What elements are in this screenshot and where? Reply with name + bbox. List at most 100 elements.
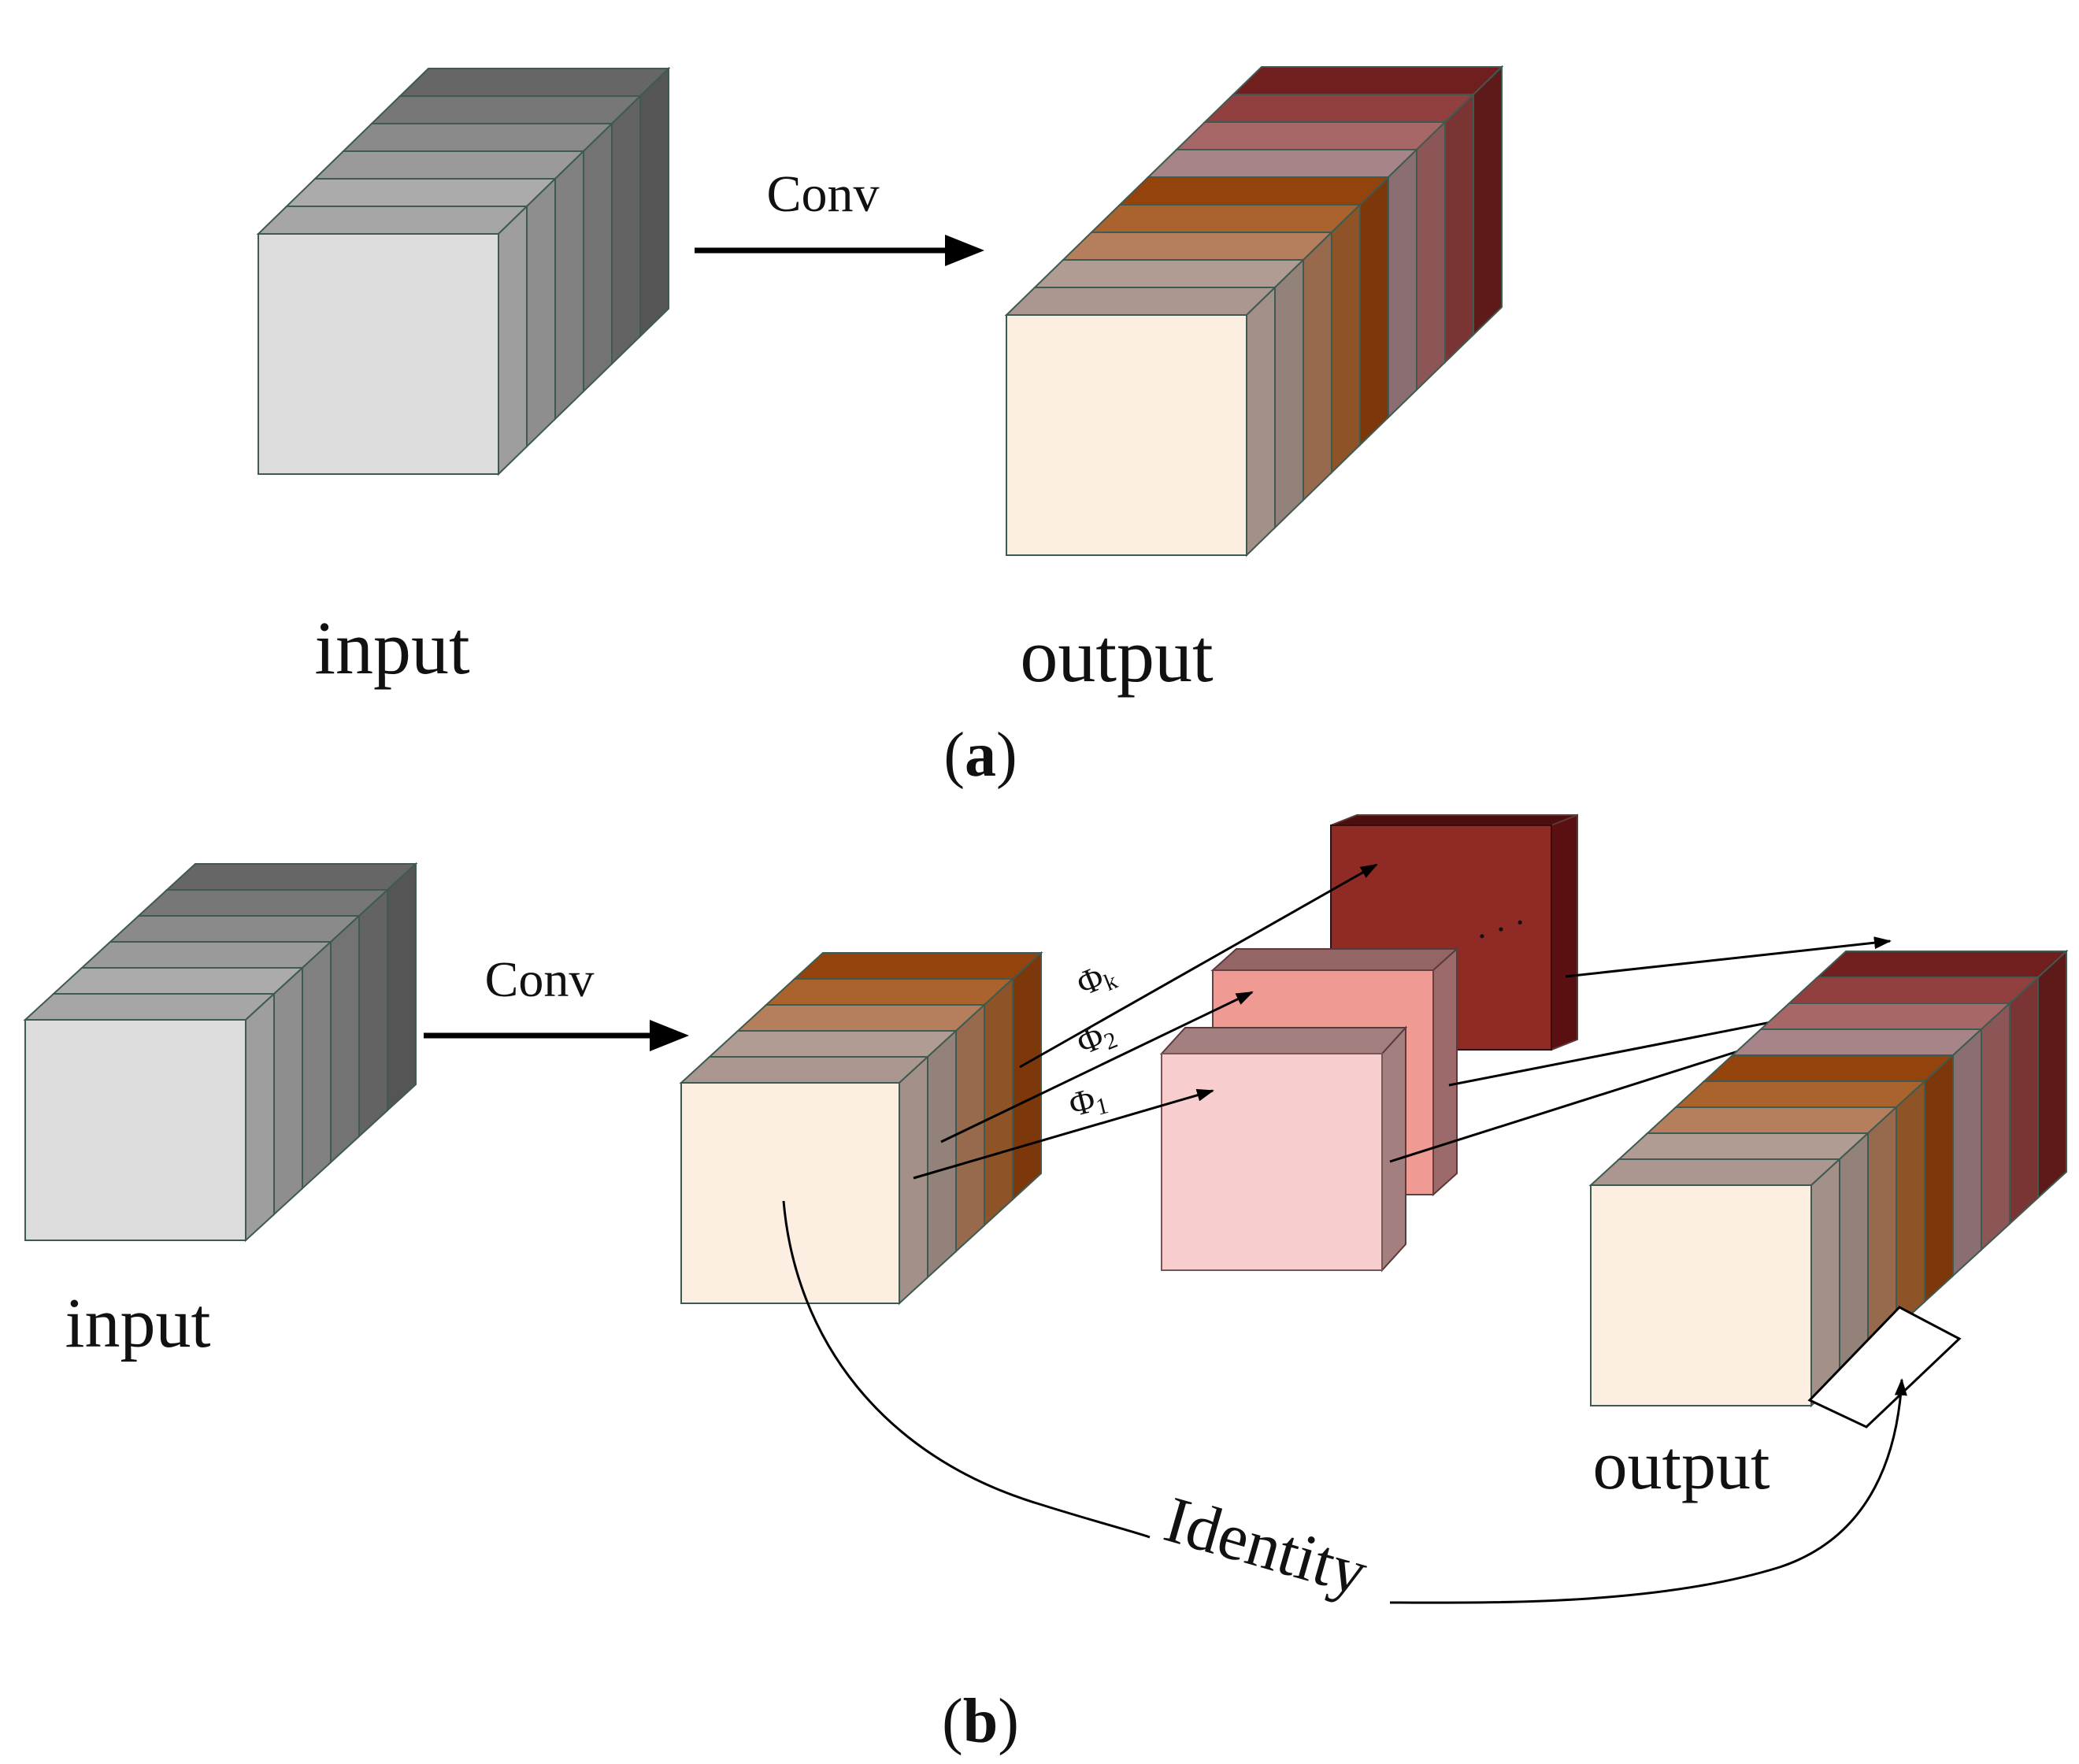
output-identity-slot [1807,1306,1962,1429]
b-output-layer-1-top [1617,1132,1870,1160]
b-output-layer-5-top [1730,1028,1984,1056]
a-input-layer-2-top [313,150,586,180]
identity-curve-right [1389,1378,1907,1604]
b-intrinsic-layer-1-side [927,1028,957,1280]
a-input-layer-5-top [398,68,671,97]
a-input-layer-5-side [639,66,669,339]
panel-b-intrinsic-feature-maps [679,951,1043,1306]
panel-a-conv-label: Conv [766,165,879,223]
b-input-layer-4-top [136,889,390,917]
svg-text:Φ1: Φ1 [1065,1078,1111,1127]
a-input-front-face [258,233,499,475]
panel-b-output-label: output [1593,1428,1770,1504]
b-output-layer-2-top [1645,1106,1899,1134]
panel-a-output-tensor [1004,65,1504,558]
a-output-layer-1-top [1032,259,1306,288]
g2-side-face [1432,947,1458,1197]
panel-a-caption: (a) [943,721,1017,790]
phi-mapping-arrows [913,863,1892,1180]
b-output-layer-3-top [1673,1080,1927,1108]
a-output-layer-7-side [1444,92,1474,365]
a-output-layer-3-top [1089,204,1362,233]
a-output-layer-1-side [1274,258,1304,530]
a-input-layer-4-side [611,94,641,366]
b-output-layer-8-top [1815,951,2069,978]
b-input-layer-1-side [273,965,303,1217]
a-output-layer-8-top [1231,66,1504,95]
a-input-layer-2-side [554,149,584,421]
a-output-layer-5-top [1146,149,1419,178]
b-output-layer-7-side [2009,975,2039,1226]
svg-text:Φk: Φk [1071,954,1121,1006]
b-input-layer-5-top [165,863,418,891]
a-output-layer-4-top [1117,176,1391,206]
b-intrinsic-layer-2-top [736,1004,987,1032]
phi-2-label: Φ2 [1071,1013,1121,1065]
b-input-layer-0-top [23,993,276,1021]
b-input-layer-3-side [330,914,360,1165]
a-output-layer-2-top [1061,232,1334,261]
b-output-layer-7-top [1787,976,2040,1004]
panel-a-conv-arrow [695,235,984,266]
b-intrinsic-layer-3-side [984,976,1014,1228]
panel-b-output-tensor [1588,949,2069,1408]
panel-a-input-label: input [314,606,470,690]
b-intrinsic-layer-4-side [1012,951,1042,1202]
b-input-layer-5-side [387,862,417,1113]
b-output-layer-0-top [1588,1158,1842,1186]
b-output-layer-4-side [1924,1053,1954,1304]
a-output-layer-8-side [1473,65,1503,337]
b-output-layer-6-side [1981,1001,2010,1252]
b-output-layer-5-side [1952,1027,1982,1278]
panel-b-conv-label: Conv [485,951,595,1007]
b-output-layer-0-side [1810,1157,1840,1408]
panel-b-input-label: input [65,1284,210,1362]
a-output-layer-6-top [1174,121,1447,150]
panel-b-input-tensor [23,862,418,1243]
a-output-layer-2-side [1303,230,1332,502]
b-input-front-face [24,1019,246,1241]
panel-a-output-label: output [1020,613,1214,698]
panel-a-input-tensor [256,66,671,476]
identity-curve-left [782,1200,1151,1539]
a-input-layer-1-top [284,178,558,207]
b-input-layer-3-top [108,915,361,943]
a-input-layer-0-top [256,206,529,235]
panel-b-conv-arrow [424,1020,689,1051]
phi-1-label: Φ1 [1065,1078,1111,1127]
a-output-layer-3-side [1331,202,1361,475]
b-intrinsic-layer-0-side [899,1054,928,1306]
phi-k-label: Φk [1071,954,1121,1006]
a-input-layer-4-top [369,95,643,124]
b-input-layer-0-side [245,991,275,1243]
b-output-layer-8-side [2037,949,2067,1200]
g1-front-face [1161,1053,1383,1271]
svg-text:Φ2: Φ2 [1071,1013,1121,1065]
a-input-layer-3-top [341,123,614,152]
g1-side-face [1381,1025,1406,1273]
b-input-layer-4-side [358,888,388,1139]
a-output-layer-4-side [1359,175,1389,447]
a-input-layer-3-side [583,121,613,394]
b-output-front-face [1590,1184,1812,1406]
b-intrinsic-layer-1-top [707,1030,958,1058]
a-input-layer-0-side [498,204,528,476]
b-output-layer-4-top [1702,1054,1955,1082]
gk-top-face [1330,814,1578,826]
a-output-layer-7-top [1203,94,1476,123]
b-intrinsic-front-face [680,1082,900,1304]
a-output-layer-0-side [1246,285,1276,558]
b-input-layer-1-top [51,967,305,995]
b-intrinsic-layer-3-top [764,978,1015,1006]
b-input-layer-2-top [80,941,333,969]
a-output-front-face [1006,314,1247,556]
b-output-layer-3-side [1896,1079,1925,1330]
panel-b-caption: (b) [942,1687,1019,1756]
g2-top-face [1210,948,1459,971]
b-input-layer-2-side [302,939,332,1191]
a-output-layer-0-top [1004,287,1277,316]
g1-top-face [1159,1027,1408,1054]
a-input-layer-1-side [526,176,556,449]
a-output-layer-6-side [1416,120,1446,392]
